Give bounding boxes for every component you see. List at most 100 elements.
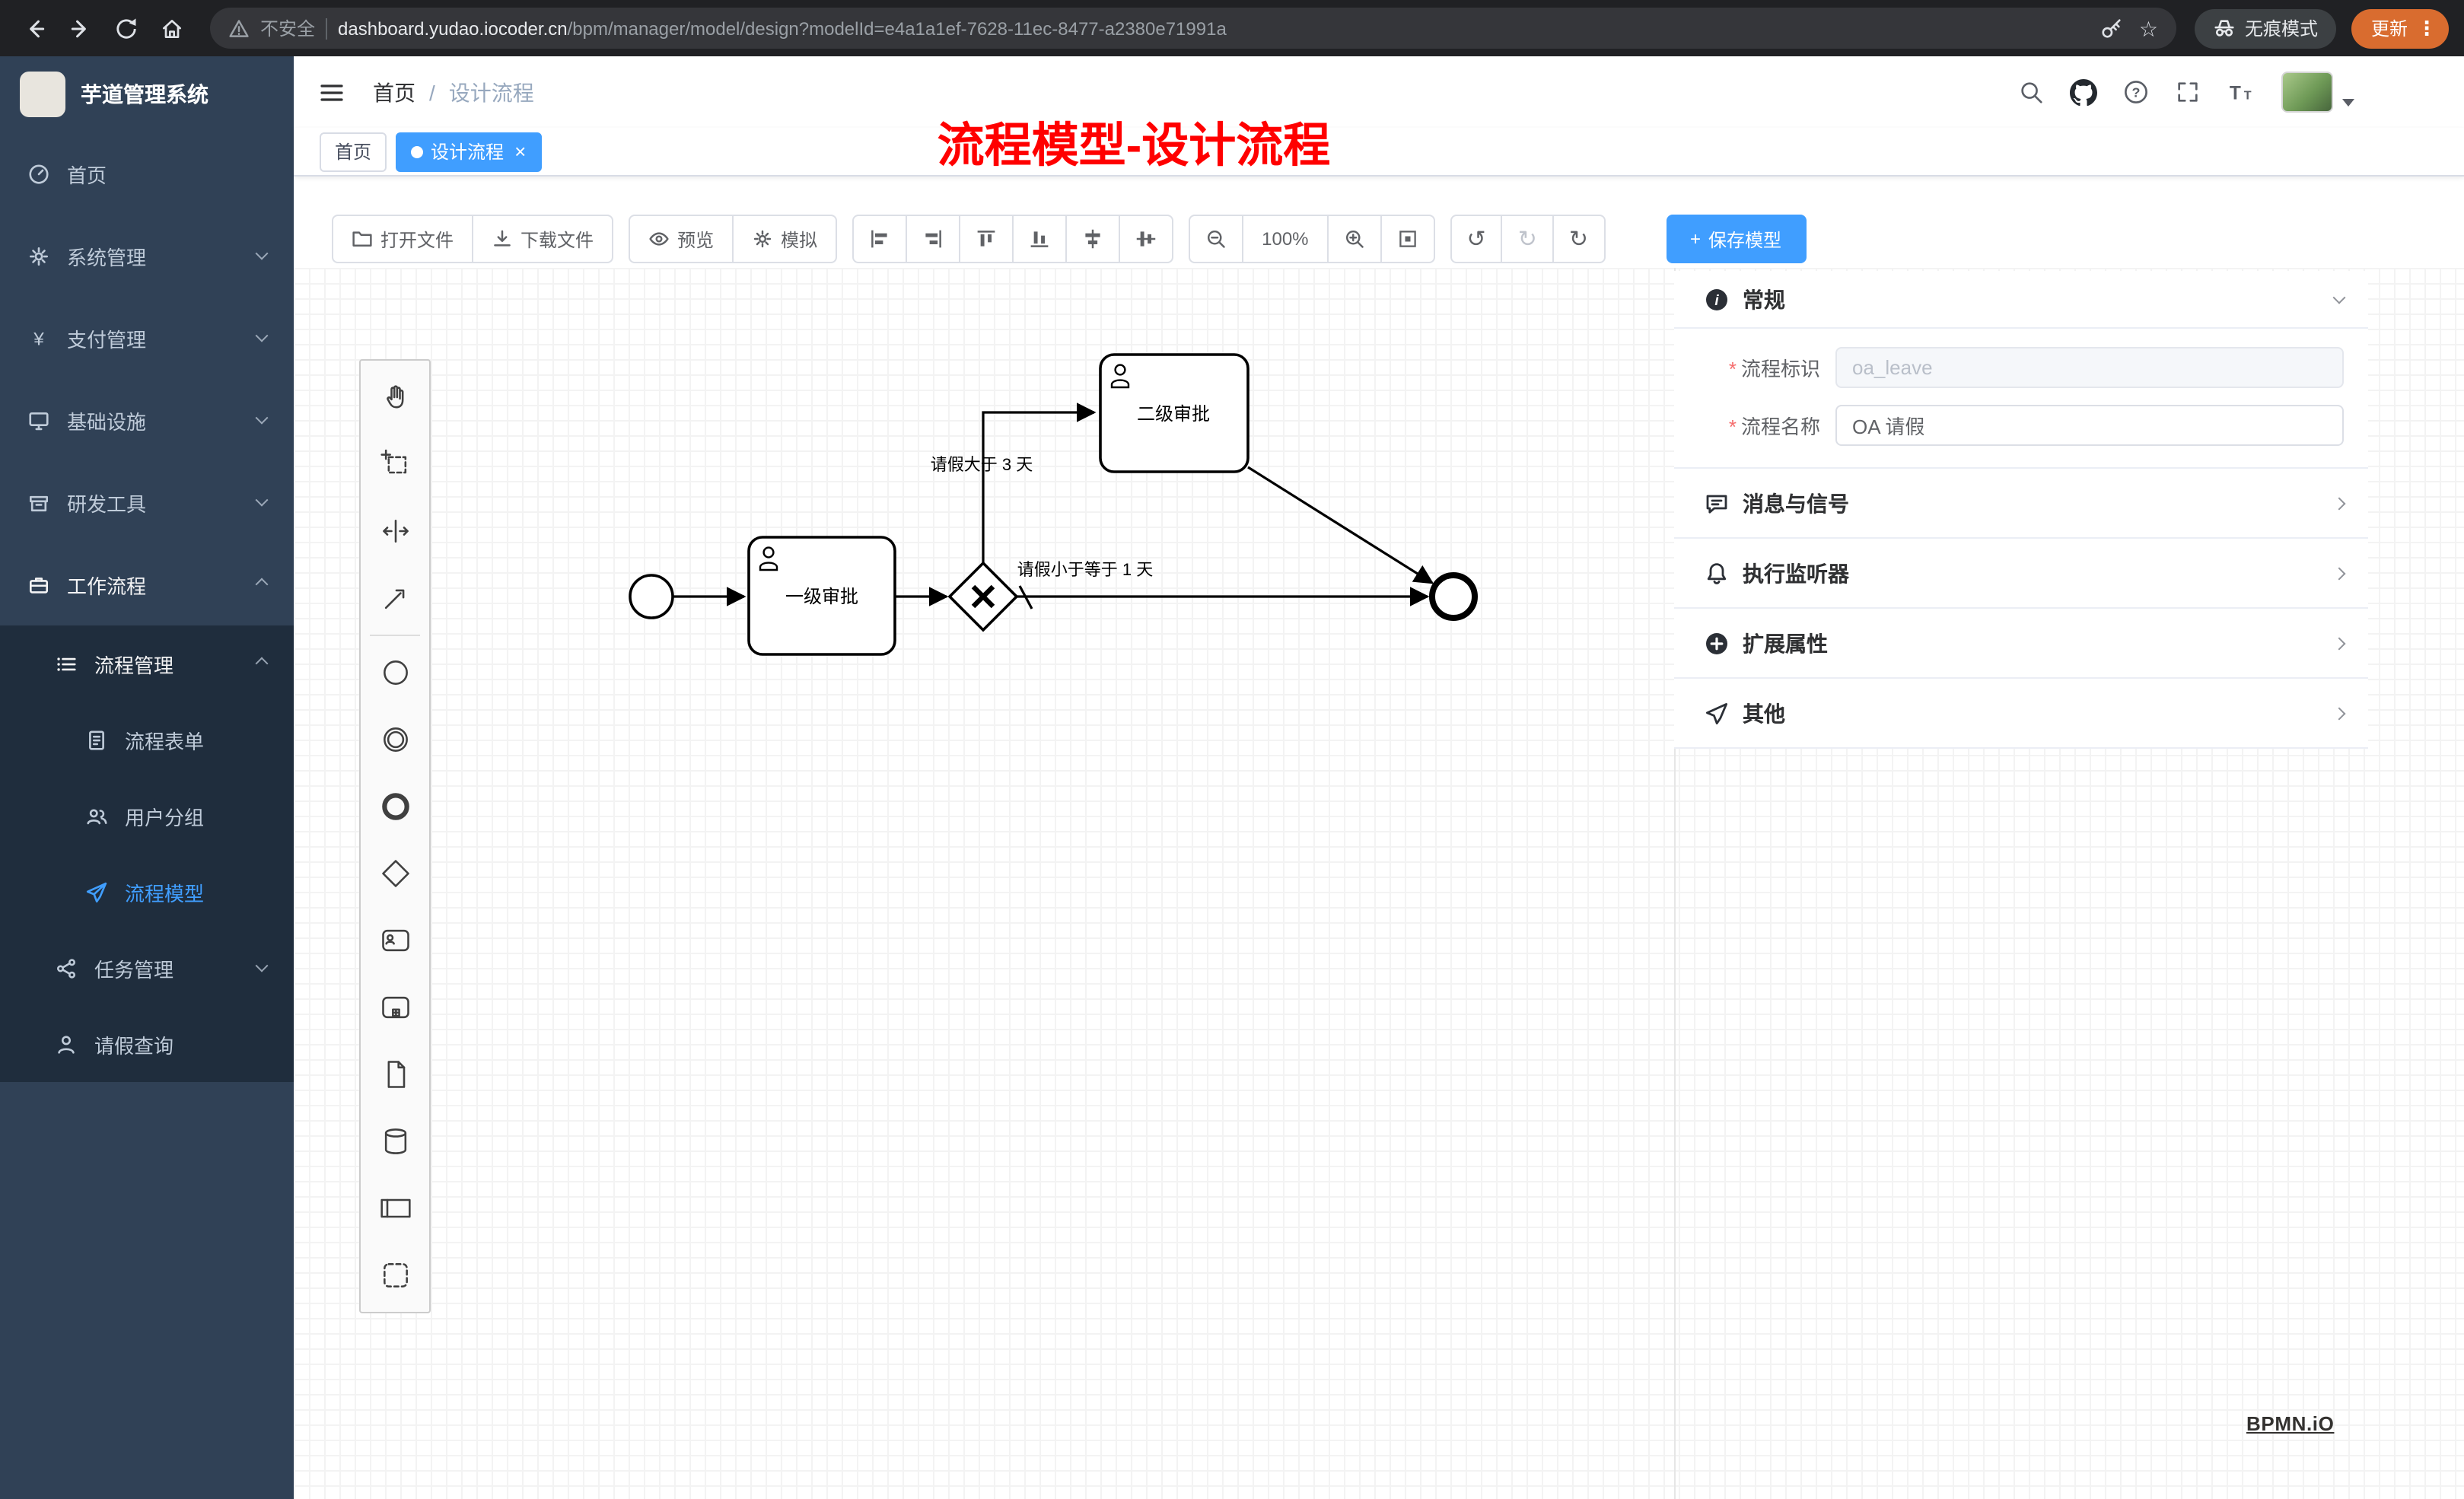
user-task-level1[interactable]: 一级审批 [747, 536, 896, 656]
align-left-button[interactable] [852, 215, 908, 263]
redo-icon: ↻ [1517, 226, 1537, 252]
forward-button[interactable] [61, 8, 100, 48]
restart-button[interactable]: ↻ [1552, 215, 1605, 263]
align-hcenter-button[interactable] [1065, 215, 1121, 263]
create-group[interactable] [361, 1242, 429, 1309]
sidebar-item-label: 系统管理 [67, 246, 147, 269]
download-file-button[interactable]: 下载文件 [472, 215, 614, 263]
chevron-down-icon [255, 493, 269, 507]
close-icon[interactable]: × [514, 140, 527, 163]
github-button[interactable] [2070, 78, 2097, 106]
create-start-event[interactable] [361, 639, 429, 706]
reload-button[interactable] [107, 8, 146, 48]
bookmark-star-icon[interactable]: ☆ [2138, 16, 2158, 40]
flow-task2-to-end[interactable] [1247, 466, 1434, 584]
process-key-input[interactable] [1835, 347, 2344, 388]
sidebar-item-system[interactable]: 系统管理 [0, 215, 294, 297]
sidebar-item-process-model[interactable]: 流程模型 [0, 854, 294, 930]
align-top-button[interactable] [959, 215, 1014, 263]
section-general[interactable]: i 常规 [1674, 271, 2368, 329]
key-icon[interactable] [2101, 17, 2124, 40]
align-right-button[interactable] [906, 215, 961, 263]
update-button[interactable]: 更新 ⋮ [2351, 8, 2449, 48]
sidebar-item-leave-query[interactable]: 请假查询 [0, 1006, 294, 1082]
create-subprocess[interactable] [361, 974, 429, 1041]
url-domain: dashboard.yudao.iocoder.cn [338, 18, 568, 39]
flow-gateway-to-task2[interactable] [982, 403, 1097, 565]
sidebar-item-home[interactable]: 首页 [0, 132, 294, 215]
browser-menu-icon[interactable]: ⋮ [2417, 16, 2437, 39]
align-bottom-button[interactable] [1012, 215, 1068, 263]
create-data-object[interactable] [361, 1041, 429, 1108]
redo-button[interactable]: ↻ [1501, 215, 1554, 263]
flow-label-le1[interactable]: 请假小于等于 1 天 [1017, 560, 1153, 579]
monitor-icon [29, 411, 49, 430]
user-task-level2[interactable]: 二级审批 [1099, 353, 1250, 473]
create-user-task[interactable] [361, 907, 429, 974]
sidebar-item-infra[interactable]: 基础设施 [0, 379, 294, 461]
create-data-store[interactable] [361, 1108, 429, 1175]
zoom-in-button[interactable] [1326, 215, 1382, 263]
sidebar-item-user-group[interactable]: 用户分组 [0, 778, 294, 854]
section-extended-attrs[interactable]: 扩展属性 [1674, 609, 2368, 679]
address-bar[interactable]: 不安全 dashboard.yudao.iocoder.cn/bpm/manag… [210, 8, 2176, 49]
avatar [2281, 72, 2333, 113]
lasso-tool[interactable] [361, 431, 429, 498]
undo-button[interactable]: ↺ [1450, 215, 1503, 263]
end-event-icon [381, 793, 409, 820]
sidebar-item-payment[interactable]: ¥ 支付管理 [0, 297, 294, 379]
start-event[interactable] [629, 574, 674, 619]
sidebar-item-process-form[interactable]: 流程表单 [0, 702, 294, 778]
svg-text:T: T [2244, 88, 2252, 102]
x-marker [971, 584, 995, 609]
section-execution-listener[interactable]: 执行监听器 [1674, 539, 2368, 609]
breadcrumb-home-link[interactable]: 首页 [373, 80, 415, 104]
fullscreen-button[interactable] [2175, 79, 2201, 105]
toolbox-icon [29, 495, 48, 511]
sidebar-item-process-mgmt[interactable]: 流程管理 [0, 625, 294, 702]
sidebar-item-task-mgmt[interactable]: 任务管理 [0, 930, 294, 1006]
search-button[interactable] [2018, 79, 2044, 105]
bpmn-io-logo[interactable]: BPMN.iO [2246, 1412, 2335, 1435]
bpmn-canvas[interactable]: 请假大于 3 天 请假小于等于 1 天 一级审批 [294, 268, 2464, 1499]
button-label: 预览 [677, 229, 715, 250]
simulate-button[interactable]: 模拟 [732, 215, 838, 263]
section-message-signal[interactable]: 消息与信号 [1674, 469, 2368, 539]
home-button[interactable] [152, 8, 192, 48]
zoom-out-button[interactable] [1189, 215, 1244, 263]
reload-icon [116, 18, 136, 38]
create-intermediate-event[interactable] [361, 706, 429, 773]
arrow-right-icon [71, 19, 86, 37]
open-file-button[interactable]: 打开文件 [332, 215, 474, 263]
create-gateway[interactable] [361, 840, 429, 907]
exclusive-gateway[interactable] [947, 561, 1019, 632]
end-event[interactable] [1429, 572, 1478, 621]
tab-home[interactable]: 首页 [320, 132, 387, 171]
save-model-button[interactable]: + 保存模型 [1666, 215, 1807, 263]
global-connect-tool[interactable] [361, 565, 429, 632]
help-button[interactable]: ? [2123, 79, 2149, 105]
chevron-down-icon [255, 959, 269, 972]
align-vcenter-button[interactable] [1119, 215, 1174, 263]
process-name-input[interactable] [1835, 405, 2344, 446]
app-logo[interactable]: 芋道管理系统 [0, 56, 294, 132]
gear-icon [30, 247, 48, 265]
section-other[interactable]: 其他 [1674, 679, 2368, 749]
flow-label-gt3[interactable]: 请假大于 3 天 [931, 455, 1033, 474]
hand-tool[interactable] [361, 364, 429, 431]
preview-button[interactable]: 预览 [629, 215, 734, 263]
back-button[interactable] [15, 8, 55, 48]
tab-design-process[interactable]: 设计流程 × [396, 132, 542, 171]
sidebar-item-workflow[interactable]: 工作流程 [0, 543, 294, 625]
space-tool[interactable] [361, 498, 429, 565]
zoom-level-button[interactable]: 100% [1242, 215, 1329, 263]
create-end-event[interactable] [361, 773, 429, 840]
user-menu[interactable] [2281, 72, 2354, 113]
zoom-reset-button[interactable] [1380, 215, 1435, 263]
sidebar-collapse-button[interactable] [315, 75, 349, 109]
user-group-icon [87, 808, 107, 824]
create-pool[interactable] [361, 1175, 429, 1242]
sidebar-item-devtools[interactable]: 研发工具 [0, 461, 294, 543]
